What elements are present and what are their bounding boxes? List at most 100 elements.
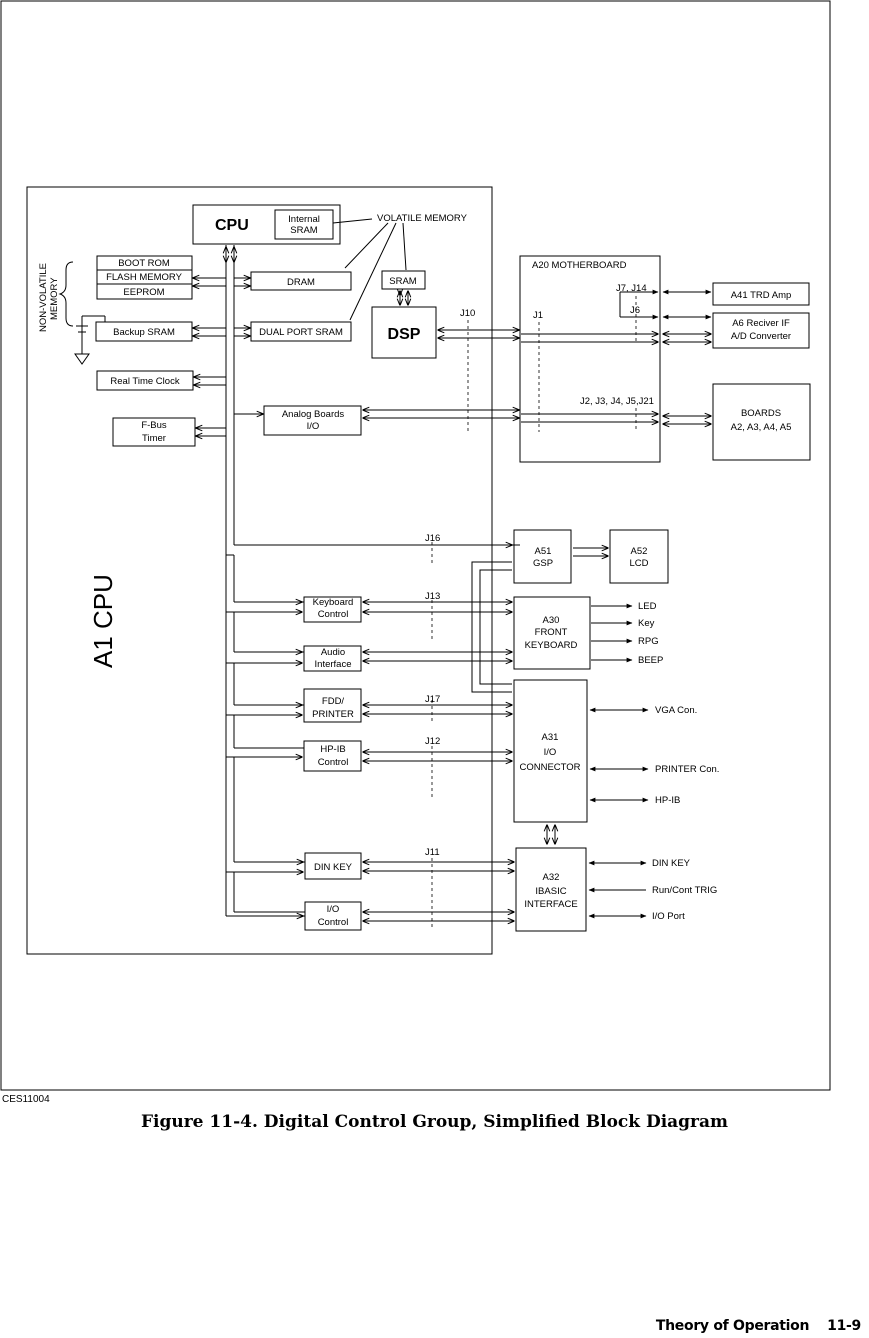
- cpu-box: [192, 204, 341, 245]
- beep-label: BEEP: [638, 655, 663, 666]
- internal-sram-box: [274, 209, 334, 240]
- rtc-box: [96, 370, 194, 391]
- internal-sram-label: Internal: [288, 214, 320, 225]
- cpu-label: CPU: [215, 217, 249, 234]
- io-control-label: I/O: [327, 904, 340, 915]
- sram-label: SRAM: [389, 276, 417, 287]
- a31-label-2: I/O: [544, 747, 557, 758]
- io-port-label: I/O Port: [652, 911, 685, 922]
- fdd-printer-label-2: PRINTER: [312, 709, 354, 720]
- a31-label: A31: [542, 732, 559, 743]
- j1-label: J1: [533, 310, 543, 321]
- footer-page: 11-9: [827, 1318, 861, 1334]
- a32-label-2: IBASIC: [535, 886, 566, 897]
- j16-label: J16: [425, 533, 440, 544]
- analog-io-box: [263, 405, 362, 436]
- j6-label: J6: [630, 305, 640, 316]
- dual-port-sram-box: [250, 321, 352, 342]
- fbus-label: F-Bus: [141, 420, 167, 431]
- dual-port-sram-label: DUAL PORT SRAM: [259, 327, 343, 338]
- motherboard-label: A20 MOTHERBOARD: [532, 260, 627, 271]
- timer-label: Timer: [142, 433, 166, 444]
- j11-label: J11: [425, 847, 440, 858]
- a32-label-3: INTERFACE: [524, 899, 577, 910]
- hpib-signal-label: HP-IB: [655, 795, 680, 806]
- a30-label-2: FRONT: [535, 627, 568, 638]
- a32-box: [515, 847, 587, 932]
- a31-label-3: CONNECTOR: [519, 762, 580, 773]
- a51-box: [513, 529, 572, 584]
- eeprom-label: EEPROM: [123, 287, 164, 298]
- a41-box: [712, 282, 810, 306]
- a30-label-3: KEYBOARD: [525, 640, 578, 651]
- a52-label-2: LCD: [629, 558, 648, 569]
- run-cont-label: Run/Cont TRIG: [652, 885, 717, 896]
- a31-box: [513, 679, 588, 823]
- din-key-label: DIN KEY: [314, 862, 353, 873]
- outer-frame: [0, 0, 831, 1091]
- a41-label: A41 TRD Amp: [731, 290, 792, 301]
- a6-label: A6 Reciver IF: [732, 318, 790, 329]
- dram-label: DRAM: [287, 277, 315, 288]
- j10-label: J10: [460, 308, 475, 319]
- vga-label: VGA Con.: [655, 705, 697, 716]
- a52-label: A52: [631, 546, 648, 557]
- key-label: Key: [638, 618, 655, 629]
- hpib-control-box: [303, 740, 362, 772]
- backup-sram-label: Backup SRAM: [113, 327, 175, 338]
- din-key-signal-label: DIN KEY: [652, 858, 691, 869]
- a6-box: [712, 312, 810, 349]
- internal-sram-label-2: SRAM: [290, 225, 318, 236]
- j2-j21-label: J2, J3, J4, J5,J21: [580, 396, 654, 407]
- hpib-control-label-2: Control: [318, 757, 349, 768]
- boot-rom-label: BOOT ROM: [118, 258, 170, 269]
- rpg-label: RPG: [638, 636, 659, 647]
- page-footer: Theory of Operation 11-9: [638, 1318, 861, 1334]
- volatile-memory-label: VOLATILE MEMORY: [377, 213, 468, 224]
- keyboard-control-label-2: Control: [318, 609, 349, 620]
- block-diagram: A1 CPU CPU Internal SRAM VOLATILE MEMORY…: [0, 0, 831, 1091]
- a6-label-2: A/D Converter: [731, 331, 791, 342]
- keyboard-control-box: [303, 596, 362, 623]
- analog-boards-label: BOARDS: [741, 408, 781, 419]
- fbus-timer-box: [112, 417, 196, 447]
- rtc-label: Real Time Clock: [110, 376, 179, 387]
- analog-io-label: Analog Boards: [282, 409, 345, 420]
- backup-sram-box: [95, 321, 193, 342]
- din-key-box: [304, 852, 362, 880]
- a51-label: A51: [535, 546, 552, 557]
- analog-io-label-2: I/O: [307, 421, 320, 432]
- analog-boards-box: [712, 383, 811, 461]
- analog-boards-label-2: A2, A3, A4, A5: [731, 422, 792, 433]
- nonvolatile-memory-label: NON-VOLATILE: [38, 263, 49, 332]
- dram-box: [250, 271, 352, 291]
- a1-board: [26, 186, 493, 955]
- figure-caption: Figure 11-4. Digital Control Group, Simp…: [140, 1112, 729, 1132]
- a30-label: A30: [543, 615, 560, 626]
- j13-label: J13: [425, 591, 440, 602]
- dsp-label: DSP: [388, 326, 421, 343]
- a1-cpu-title: A1 CPU: [88, 574, 118, 668]
- audio-interface-label: Audio: [321, 647, 345, 658]
- figure-code: CES11004: [2, 1094, 50, 1105]
- j17-label: J17: [425, 694, 440, 705]
- footer-section: Theory of Operation: [655, 1318, 810, 1334]
- fdd-printer-label: FDD/: [322, 696, 345, 707]
- flash-memory-label: FLASH MEMORY: [106, 272, 183, 283]
- motherboard-box: [519, 255, 661, 463]
- audio-interface-box: [303, 645, 362, 672]
- audio-interface-label-2: Interface: [315, 659, 352, 670]
- a52-box: [609, 529, 669, 584]
- j12-label: J12: [425, 736, 440, 747]
- hpib-control-label: HP-IB: [320, 744, 345, 755]
- printer-con-label: PRINTER Con.: [655, 764, 719, 775]
- a51-label-2: GSP: [533, 558, 553, 569]
- keyboard-control-label: Keyboard: [313, 597, 354, 608]
- io-control-label-2: Control: [318, 917, 349, 928]
- a30-box: [513, 596, 591, 670]
- a32-label: A32: [543, 872, 560, 883]
- rom-stack-box: [96, 255, 193, 300]
- led-label: LED: [638, 601, 657, 612]
- sram-box: [381, 270, 426, 290]
- dsp-box: [371, 306, 437, 359]
